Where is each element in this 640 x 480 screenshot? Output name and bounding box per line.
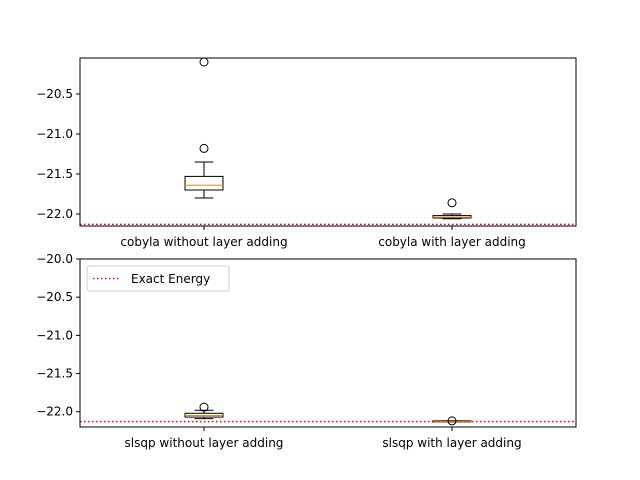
top-chart-frame [79, 57, 577, 227]
x-tick-label: cobyla with layer adding [378, 235, 526, 249]
x-tick-label: slsqp without layer adding [125, 436, 284, 450]
outlier-point [447, 416, 457, 426]
bottom-chart-x-ticks: slsqp without layer adding slsqp with la… [125, 427, 522, 450]
top-chart-panel: −20.5 −21.0 −21.5 −22.0 cobyla without laye… [36, 57, 577, 249]
bottom-chart-y-ticks: −20.0 −20.5 −21.0 −21.5 −22.0 [36, 252, 80, 419]
outlier-point [199, 402, 209, 412]
bottom-chart-marks [80, 402, 576, 426]
outlier-point [199, 143, 209, 153]
outlier-point [447, 198, 457, 208]
y-tick-label: −20.5 [36, 290, 73, 304]
x-tick-label: cobyla without layer adding [120, 235, 287, 249]
x-tick-label: slsqp with layer adding [382, 436, 521, 450]
legend-entry-label: Exact Energy [131, 272, 210, 286]
y-tick-label: −21.5 [36, 367, 73, 381]
box-plot [432, 416, 472, 426]
box-plot [432, 198, 472, 220]
legend-frame [86, 265, 230, 292]
y-tick-label: −20.5 [36, 87, 73, 101]
y-tick-label: −21.5 [36, 167, 73, 181]
box-plot [184, 57, 224, 199]
bottom-chart-panel: −20.0 −20.5 −21.0 −21.5 −22.0 slsqp without … [36, 252, 577, 450]
y-tick-label: −21.0 [36, 127, 73, 141]
top-chart-marks [80, 57, 576, 226]
y-tick-label: −21.0 [36, 328, 73, 342]
top-chart-y-ticks: −20.5 −21.0 −21.5 −22.0 [36, 87, 80, 221]
box-plot [184, 402, 224, 420]
legend: Exact Energy [86, 265, 230, 292]
bottom-chart-frame [79, 258, 577, 428]
y-tick-label: −20.0 [36, 252, 73, 266]
y-tick-label: −22.0 [36, 405, 73, 419]
top-chart-x-ticks: cobyla without layer adding cobyla with … [120, 226, 526, 249]
y-tick-label: −22.0 [36, 207, 73, 221]
box-iqr [184, 175, 224, 191]
